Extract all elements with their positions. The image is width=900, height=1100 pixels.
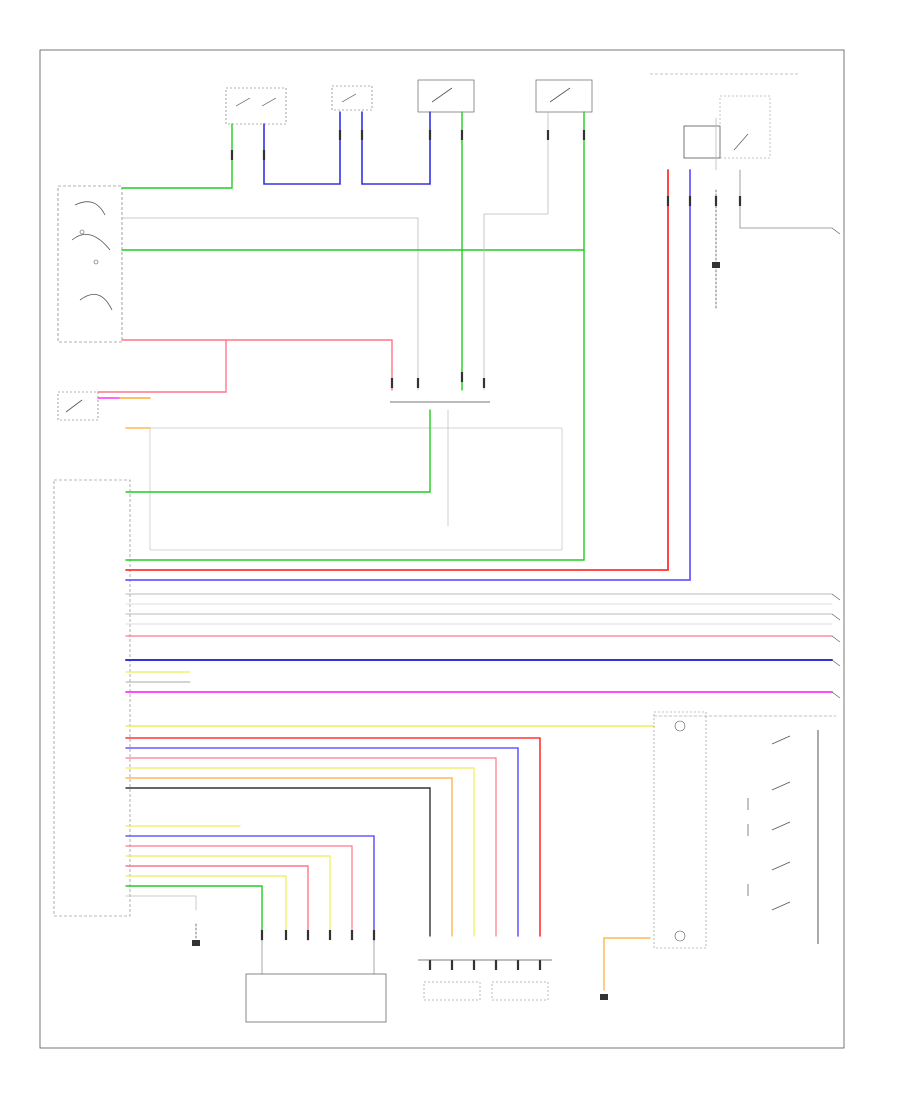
top-switch-2: [331, 85, 373, 111]
bottom-left-connector: [245, 940, 387, 1023]
top-switch-4: [535, 79, 593, 113]
diagram-border: [39, 49, 845, 1049]
spiral-cable: [653, 711, 707, 949]
connector-pins: [230, 130, 742, 970]
ground-symbol: [192, 262, 720, 1000]
cruise-control-switch: [747, 730, 819, 944]
wires: [97, 111, 837, 991]
top-switch-1: [225, 87, 287, 125]
transmission-control-switch: [57, 391, 99, 421]
transmission-range-switch: [57, 185, 123, 343]
right-edge-arrows: [831, 227, 841, 699]
ecm-enclosure: [53, 479, 131, 917]
shift-lock-area: [149, 427, 563, 551]
bottom-center-connector: [418, 959, 552, 1001]
top-switch-3: [417, 79, 475, 113]
top-right-relay: [650, 73, 800, 159]
